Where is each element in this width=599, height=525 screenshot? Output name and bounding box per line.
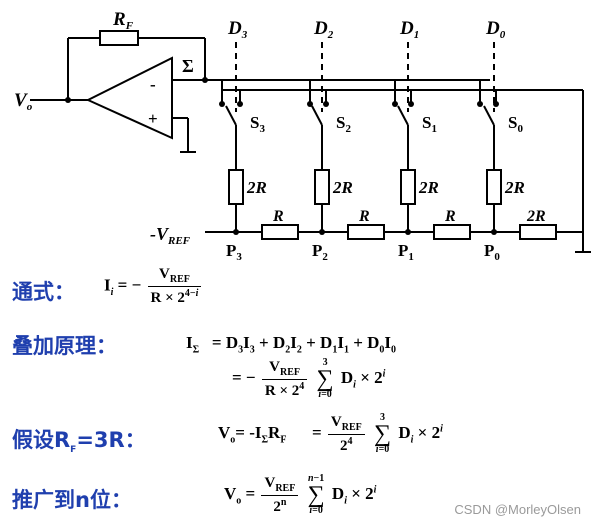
vref-label: -VREF [150,224,191,247]
series-r-label-3: R [444,208,456,225]
r2r-label-1: 2R [418,178,439,197]
watermark: CSDN @MorleyOlsen [454,502,581,517]
d2-label: D2 [313,18,334,41]
d3-label: D3 [227,18,248,41]
p1-label: P1 [398,241,414,263]
generalize-label: 推广到n位： [12,488,132,512]
assume-label: 假设RF=3R： [12,428,146,456]
feedback-resistor [99,30,139,46]
s3-label: S3 [250,113,265,135]
feedback-resistor-label: RF [112,9,134,32]
d0-label: D0 [485,18,506,41]
s1-label: S1 [422,113,437,135]
vo-label: Vo [14,90,33,113]
summing-node-label: Σ [182,56,194,76]
op-amp [85,56,173,140]
superposition-label: 叠加原理： [12,334,117,358]
r2r-dac-circuit: RF Σ - + Vo -VREF D3 D2 D1 D0 S3 S2 S1 S… [14,9,591,263]
general-formula-label: 通式： [12,280,75,304]
series-r-label-2: R [358,208,370,225]
s0-label: S0 [508,113,523,135]
series-r-label-1: R [272,208,284,225]
p2-label: P2 [312,241,328,263]
op-amp-plus-label: + [148,109,158,128]
superposition-formula-1: IΣ = D3I3 + D2I2 + D1I1 + D0I0 [186,333,397,356]
r2r-label-2: 2R [332,178,353,197]
terminal-2r-label: 2R [526,208,546,225]
d1-label: D1 [399,18,419,41]
s2-label: S2 [336,113,351,135]
p0-label: P0 [484,241,500,263]
op-amp-minus-label: - [150,75,156,94]
r2r-label-3: 2R [246,178,267,197]
p3-label: P3 [226,241,242,263]
r2r-label-0: 2R [504,178,525,197]
